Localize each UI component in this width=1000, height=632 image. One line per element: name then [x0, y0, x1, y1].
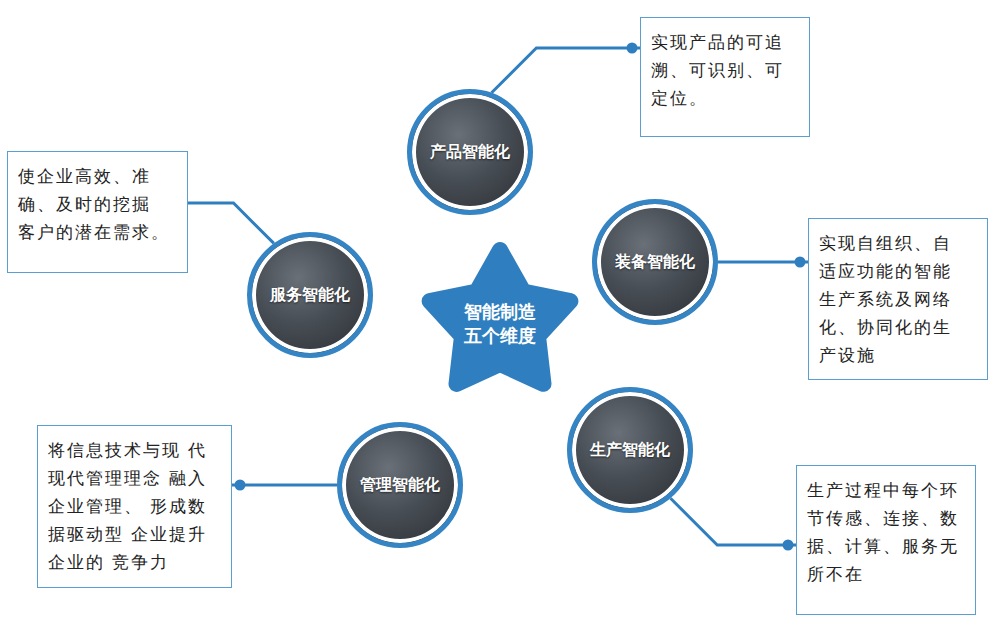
- description-text: 生产过程中每个环 节传感、连接、数 据、计算、服务无 所不在: [807, 476, 965, 588]
- star-outline: [430, 250, 571, 384]
- dimension-circle: 装备智能化: [592, 199, 718, 325]
- dimension-label: 服务智能化: [270, 285, 350, 306]
- leader-connector: [670, 498, 796, 545]
- center-title: 智能制造 五个维度: [460, 300, 540, 349]
- connector-dot: [627, 43, 638, 54]
- description-text: 实现产品的可追 溯、可识别、可 定位。: [651, 28, 799, 112]
- dimension-label: 装备智能化: [615, 252, 695, 273]
- dimension-circle: 服务智能化: [247, 232, 373, 358]
- description-box: 实现产品的可追 溯、可识别、可 定位。: [640, 17, 810, 137]
- description-text: 实现自组织、自 适应功能的智能 生产系统及网络 化、协同化的生 产设施: [819, 229, 977, 369]
- connector-dot: [235, 480, 246, 491]
- dimension-circle: 产品智能化: [407, 89, 533, 215]
- description-box: 实现自组织、自 适应功能的智能 生产系统及网络 化、协同化的生 产设施: [808, 218, 988, 380]
- leader-connector: [188, 203, 274, 243]
- dimension-circle: 管理智能化: [337, 422, 463, 548]
- description-box: 将信息技术与现 代现代管理理念 融入企业管理、 形成数据驱动型 企业提升企业的 …: [37, 425, 232, 588]
- connector-dot: [795, 257, 806, 268]
- dimension-label: 管理智能化: [360, 475, 440, 496]
- dimension-circle: 生产智能化: [567, 387, 693, 513]
- description-box: 生产过程中每个环 节传感、连接、数 据、计算、服务无 所不在: [796, 465, 976, 615]
- leader-connector: [232, 484, 337, 487]
- center-star: 智能制造 五个维度: [415, 235, 585, 405]
- description-text: 使企业高效、准 确、及时的挖掘 客户的潜在需求。: [18, 162, 177, 246]
- dimension-label: 生产智能化: [590, 440, 670, 461]
- dimension-label: 产品智能化: [430, 142, 510, 163]
- description-box: 使企业高效、准 确、及时的挖掘 客户的潜在需求。: [7, 151, 188, 273]
- connector-dot: [783, 540, 794, 551]
- description-text: 将信息技术与现 代现代管理理念 融入企业管理、 形成数据驱动型 企业提升企业的 …: [48, 436, 221, 576]
- leader-connector: [492, 48, 640, 93]
